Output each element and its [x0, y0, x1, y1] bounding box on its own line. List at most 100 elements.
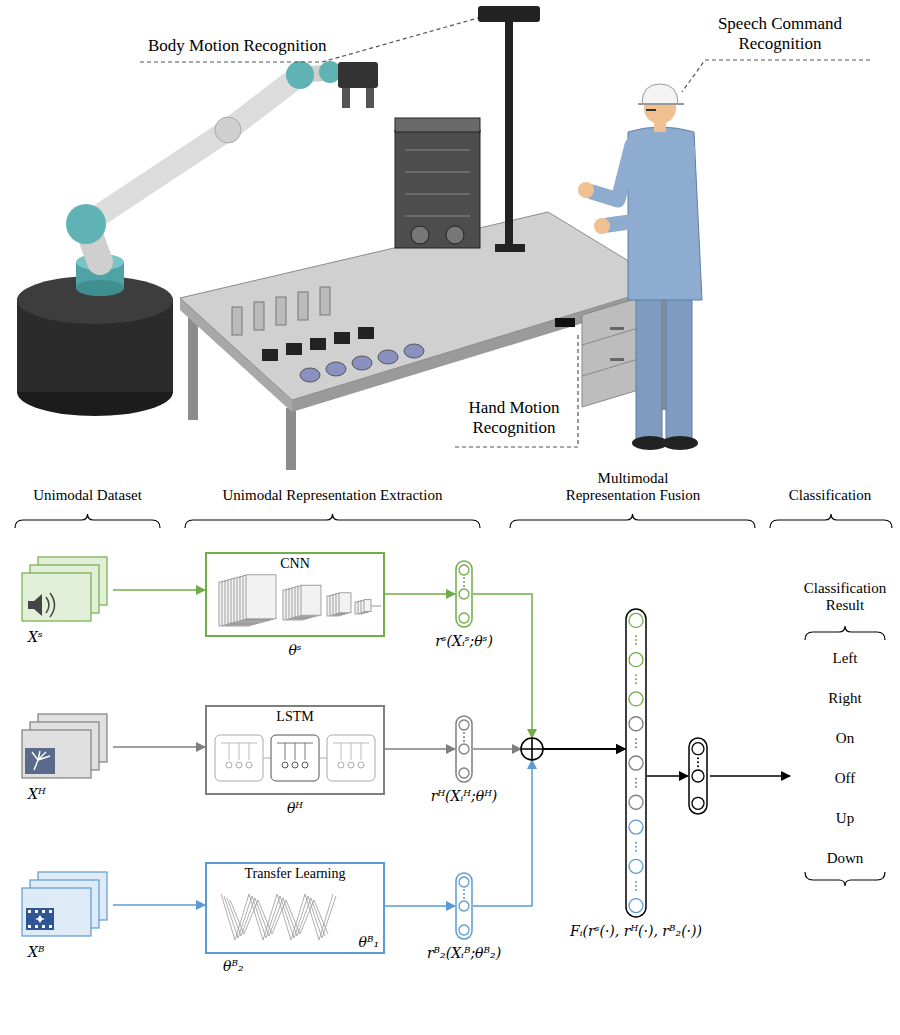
lstm-cell — [246, 762, 252, 768]
ellipsis-dot — [635, 635, 637, 637]
engine-block — [405, 150, 470, 216]
math-label: rᴴ(Xᵢᴴ;θᴴ) — [431, 788, 498, 805]
worker-figure — [636, 298, 662, 440]
ellipsis-dot — [635, 746, 637, 748]
cnn-layer — [246, 575, 276, 619]
model-box-border — [206, 863, 384, 953]
connector — [113, 905, 205, 906]
class-name: Right — [800, 690, 890, 707]
robot-pedestal — [17, 276, 173, 324]
lstm-cell — [348, 762, 354, 768]
workpiece-parts — [358, 327, 374, 339]
hand-icon — [32, 751, 50, 770]
cnn-layer — [339, 593, 351, 613]
depth-camera — [478, 6, 540, 22]
workpiece-parts — [262, 349, 278, 361]
model-box-border — [206, 706, 384, 794]
fusion-operator — [521, 738, 543, 760]
math-label: rᴮ₂(Xᵢᴮ;θᴮ₂) — [427, 945, 501, 962]
worker-figure — [608, 150, 688, 225]
callout-label: Speech Command Recognition — [695, 14, 865, 53]
leader-line — [682, 60, 870, 92]
vector-unit — [459, 925, 469, 935]
workpiece-parts — [300, 368, 320, 382]
robot-arm — [66, 204, 106, 244]
ellipsis-dot — [635, 881, 637, 883]
math-label: θᴴ — [287, 800, 303, 817]
film-icon — [42, 910, 45, 913]
worker-figure — [592, 145, 632, 200]
lstm-cell — [271, 735, 319, 781]
lstm-cell — [263, 758, 271, 759]
callout-label: Hand Motion Recognition — [453, 398, 575, 437]
connector-line — [473, 594, 532, 738]
node-shape — [18, 870, 113, 940]
ellipsis-dot — [463, 732, 465, 734]
fusion-operator — [521, 738, 543, 760]
node-shape — [18, 712, 113, 782]
worker-figure — [578, 182, 594, 198]
connector-line — [473, 748, 521, 750]
lstm-cell — [215, 735, 263, 781]
node-shape — [18, 555, 113, 625]
lstm-cell — [282, 762, 288, 768]
work-table — [180, 212, 668, 400]
section-brace — [15, 514, 160, 528]
data-page — [22, 730, 91, 778]
node-shape — [455, 560, 473, 628]
vector-unit — [459, 901, 469, 911]
robot-arm — [338, 62, 378, 88]
workpiece-parts — [298, 292, 308, 320]
film-icon — [49, 910, 52, 913]
ellipsis-dot — [697, 765, 699, 767]
workpiece-parts — [286, 343, 302, 355]
ellipsis-dot — [697, 757, 699, 759]
vector-unit — [629, 859, 643, 873]
vector-unit — [459, 744, 469, 754]
connector — [473, 749, 625, 750]
callout-label: Body Motion Recognition — [148, 36, 378, 56]
ellipsis-dot — [463, 897, 465, 899]
math-label: θᴮ₂ — [223, 958, 244, 975]
ellipsis-dot — [635, 889, 637, 891]
ellipsis-dot — [635, 639, 637, 641]
fusion-operator — [521, 738, 543, 760]
connector — [113, 590, 205, 591]
feature-vector: Fᵢ(rˢ(·), rᴴ(·), rᴮ₂(·)) — [625, 608, 647, 918]
ellipsis-dot — [463, 740, 465, 742]
vector-unit — [629, 692, 643, 706]
vector-unit — [629, 899, 643, 913]
engine-block — [395, 130, 480, 248]
ellipsis-dot — [635, 674, 637, 676]
robot-arm — [76, 280, 124, 296]
model-box: Transfer Learningθᴮ₁θᴮ₂ — [205, 862, 385, 954]
cnn-layer — [301, 585, 321, 615]
section-brace — [185, 514, 480, 528]
worker-figure — [646, 109, 656, 111]
ellipsis-dot — [635, 885, 637, 887]
vector-unit — [459, 877, 469, 887]
ellipsis-dot — [635, 742, 637, 744]
ellipsis-dot — [463, 577, 465, 579]
ellipsis-dot — [635, 643, 637, 645]
workpiece-parts — [310, 338, 326, 350]
workpiece-parts — [254, 302, 264, 330]
ellipsis-dot — [635, 846, 637, 848]
film-icon — [26, 908, 54, 930]
robot-arm — [66, 61, 378, 296]
connector-line — [113, 746, 205, 748]
ellipsis-dot — [635, 842, 637, 844]
connector-line — [113, 904, 205, 906]
lstm-cell — [226, 762, 232, 768]
lstm-cell — [221, 743, 257, 760]
ellipsis-dot — [635, 778, 637, 780]
lstm-cell — [327, 735, 375, 781]
leader-line — [140, 18, 870, 447]
work-table — [610, 327, 624, 330]
class-name: Down — [800, 850, 890, 867]
model-name: CNN — [280, 556, 310, 573]
worker-figure — [666, 298, 692, 440]
connector-line — [385, 593, 455, 595]
section-header: Classification — [762, 487, 898, 504]
